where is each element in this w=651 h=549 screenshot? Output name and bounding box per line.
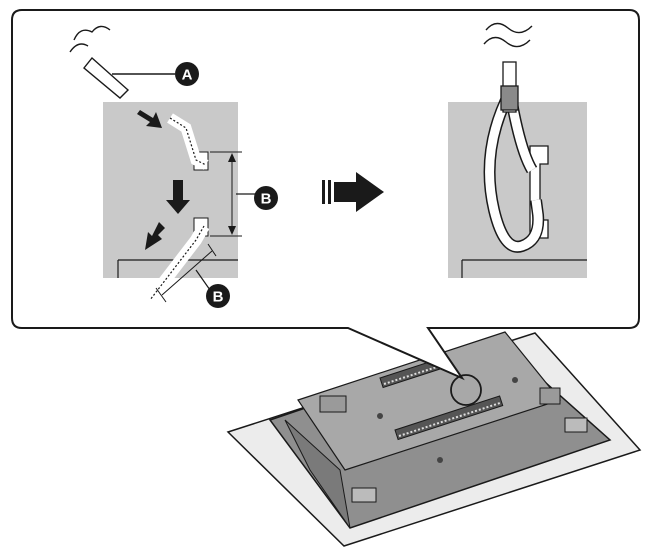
callout-a: A	[175, 62, 199, 86]
dimension-b-vertical	[210, 151, 258, 237]
callout-b-vertical: B	[254, 186, 278, 210]
connector-strip-lower	[394, 395, 504, 441]
device-foot-left	[351, 487, 377, 503]
callout-a-label: A	[182, 67, 193, 84]
left-panel-background	[103, 102, 238, 278]
screw-hole	[437, 457, 443, 463]
callout-b-diagonal: B	[206, 284, 230, 308]
hand-pointer-icon	[69, 25, 175, 99]
device-port-right	[539, 387, 561, 405]
dimension-b-diagonal	[155, 243, 217, 303]
callout-b-vertical-label: B	[261, 191, 272, 208]
left-panel	[69, 25, 258, 304]
callout-b-diagonal-label: B	[213, 289, 224, 306]
right-panel	[448, 22, 587, 278]
device-illustration	[226, 331, 642, 547]
device-foot-right	[564, 417, 588, 433]
screw-hole	[377, 413, 383, 419]
wire-sleeve	[500, 85, 519, 111]
step-arrow-3	[145, 222, 165, 250]
wire-loop-icon	[483, 22, 545, 253]
device-port-left	[319, 395, 347, 413]
screw-hole	[512, 377, 518, 383]
device-side-left	[284, 419, 351, 529]
step-arrow-1	[137, 110, 162, 128]
hook-highlight-circle	[450, 374, 482, 406]
step-arrow-2	[166, 180, 190, 214]
right-arrow-icon	[322, 172, 384, 212]
